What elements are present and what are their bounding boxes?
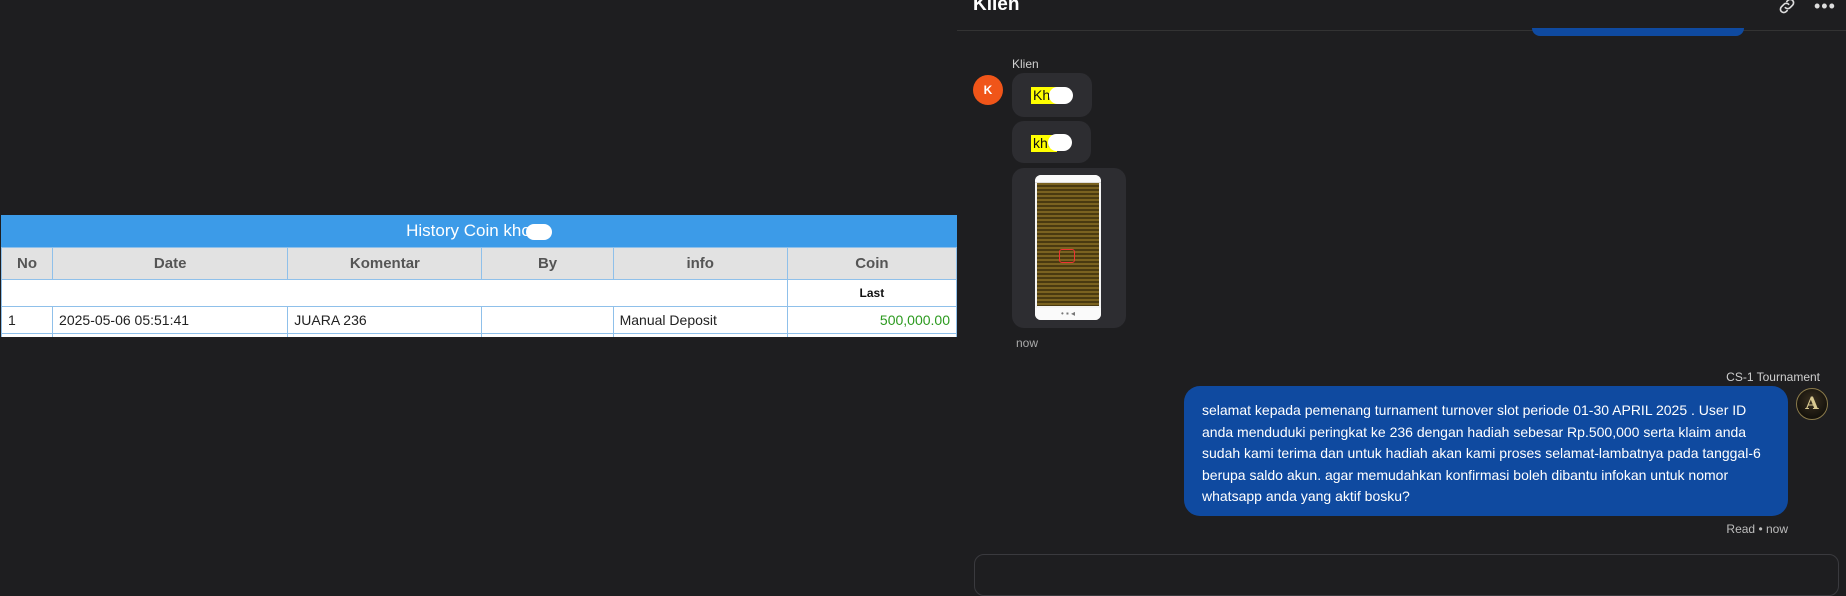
thumbnail-highlight-marker [1059,249,1075,263]
sender-name: Klien [1012,57,1039,71]
cell-date: 2025-05-06 05:51:41 [52,306,289,334]
cell-by [481,306,614,334]
thumbnail-nav-bar: • ▪ ◂ [1035,308,1101,320]
incoming-message[interactable]: khc [1012,121,1091,163]
message-composer[interactable] [974,554,1839,596]
agent-name: CS-1 Tournament [1726,370,1820,384]
client-avatar: K [973,75,1003,105]
thumbnail-status-bar [1035,175,1101,183]
cell-coin: 500,000.00 [786,306,958,334]
col-header-komentar: Komentar [287,247,483,280]
table-header-row: No Date Komentar By info Coin [0,247,958,280]
agent-avatar: A [1796,388,1828,420]
read-status: Read • now [1726,522,1788,536]
incoming-message[interactable]: Khc [1012,73,1092,117]
incoming-image-message[interactable]: • ▪ ◂ [1012,168,1126,328]
subheader-last: Last [786,279,958,307]
col-header-by: By [481,247,614,280]
cell-no: 1 [0,306,54,334]
outgoing-message[interactable]: selamat kepada pemenang turnament turnov… [1184,386,1788,516]
history-coin-table: History Coin khc No Date Komentar By inf… [0,215,958,337]
cell-komentar: JUARA 236 [287,306,483,334]
col-header-info: info [612,247,788,280]
message-timestamp: now [1016,336,1039,350]
cell-info: Manual Deposit [612,306,788,334]
image-thumbnail[interactable]: • ▪ ◂ [1035,175,1101,320]
redaction-mask [525,223,552,240]
table-title-text: History Coin khc [406,221,530,240]
link-icon[interactable] [1777,0,1797,16]
more-icon[interactable]: ••• [1814,0,1836,16]
outgoing-message-text: selamat kepada pemenang turnament turnov… [1202,402,1761,504]
table-subheader-row: Last [1,279,958,307]
subheader-spacer [1,279,788,307]
history-panel: History Coin khc No Date Komentar By inf… [0,215,958,337]
thumbnail-leaderboard [1037,183,1099,306]
redaction-mask [1048,134,1072,151]
redaction-mask [1049,87,1073,104]
chat-panel: Klien ••• Klien K Khc khc • ▪ ◂ now CS-1… [957,0,1846,596]
col-header-no: No [0,247,54,280]
col-header-date: Date [52,247,289,280]
col-header-coin: Coin [786,247,958,280]
chat-title: Klien [973,0,1020,15]
previous-message-bubble [1532,28,1744,36]
chat-header: Klien ••• [957,0,1846,36]
table-title: History Coin khc [1,215,957,247]
table-row-cut [0,333,958,337]
table-row: 1 2025-05-06 05:51:41 JUARA 236 Manual D… [0,306,958,334]
